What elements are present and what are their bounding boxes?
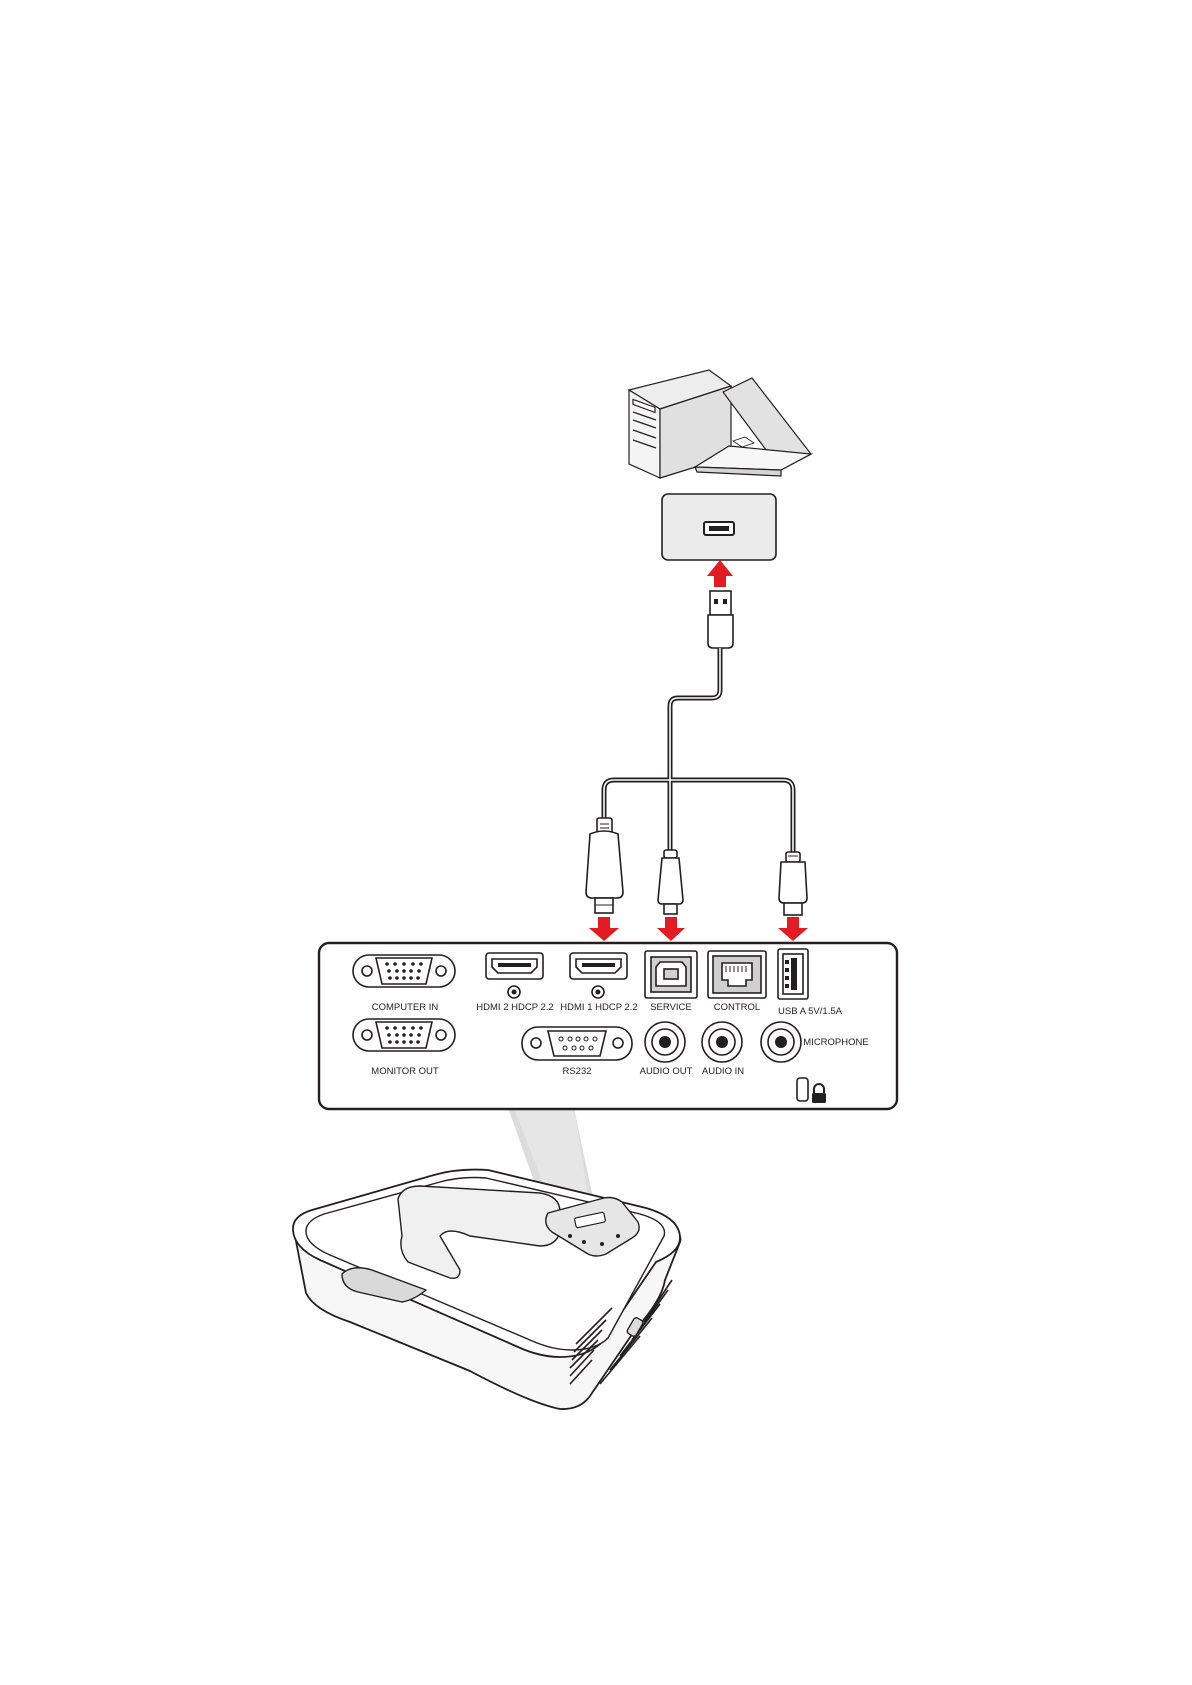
microphone-port [761,1022,801,1062]
computer-in-label: COMPUTER IN [372,1002,439,1013]
service-label: SERVICE [650,1002,692,1013]
audio-in-label: AUDIO IN [702,1066,744,1077]
arrow-down-icon [657,917,685,941]
monitor-out-label: MONITOR OUT [371,1066,439,1077]
arrow-down-icons [589,917,808,941]
hdmi2-label: HDMI 2 HDCP 2.2 [476,1002,553,1013]
projector-icon [293,1170,681,1410]
computer-in-port [353,955,455,987]
hdmi1-label: HDMI 1 HDCP 2.2 [560,1002,637,1013]
arrow-down-icon [778,917,808,941]
usb-a-plug-lower [779,852,807,915]
cable-wires [604,648,793,852]
cable-wires-highlight [604,648,793,852]
service-port [645,951,697,998]
control-label: CONTROL [714,1002,760,1013]
control-port [708,951,766,998]
computer-usb-port-box [662,494,776,560]
audio-out-label: AUDIO OUT [640,1066,693,1077]
usb-port-icon [704,522,734,535]
usb-a-label: USB A 5V/1.5A [778,1006,843,1017]
audio-in-port [702,1022,742,1062]
microphone-label: MICROPHONE [803,1037,868,1048]
micro-usb-plug [658,850,683,914]
arrow-up-icon [707,560,733,587]
usb-a-port [778,949,808,999]
usb-type-a-plug [708,591,733,648]
arrow-down-icon [589,917,619,941]
monitor-out-port [353,1019,455,1051]
connector-panel: COMPUTER IN MONITOR OUT HDMI 2 HDCP 2.2 [319,943,897,1109]
rs232-port [522,1027,632,1060]
hdmi-plug [586,818,623,913]
rs232-label: RS232 [562,1066,591,1077]
audio-out-port [645,1022,685,1062]
